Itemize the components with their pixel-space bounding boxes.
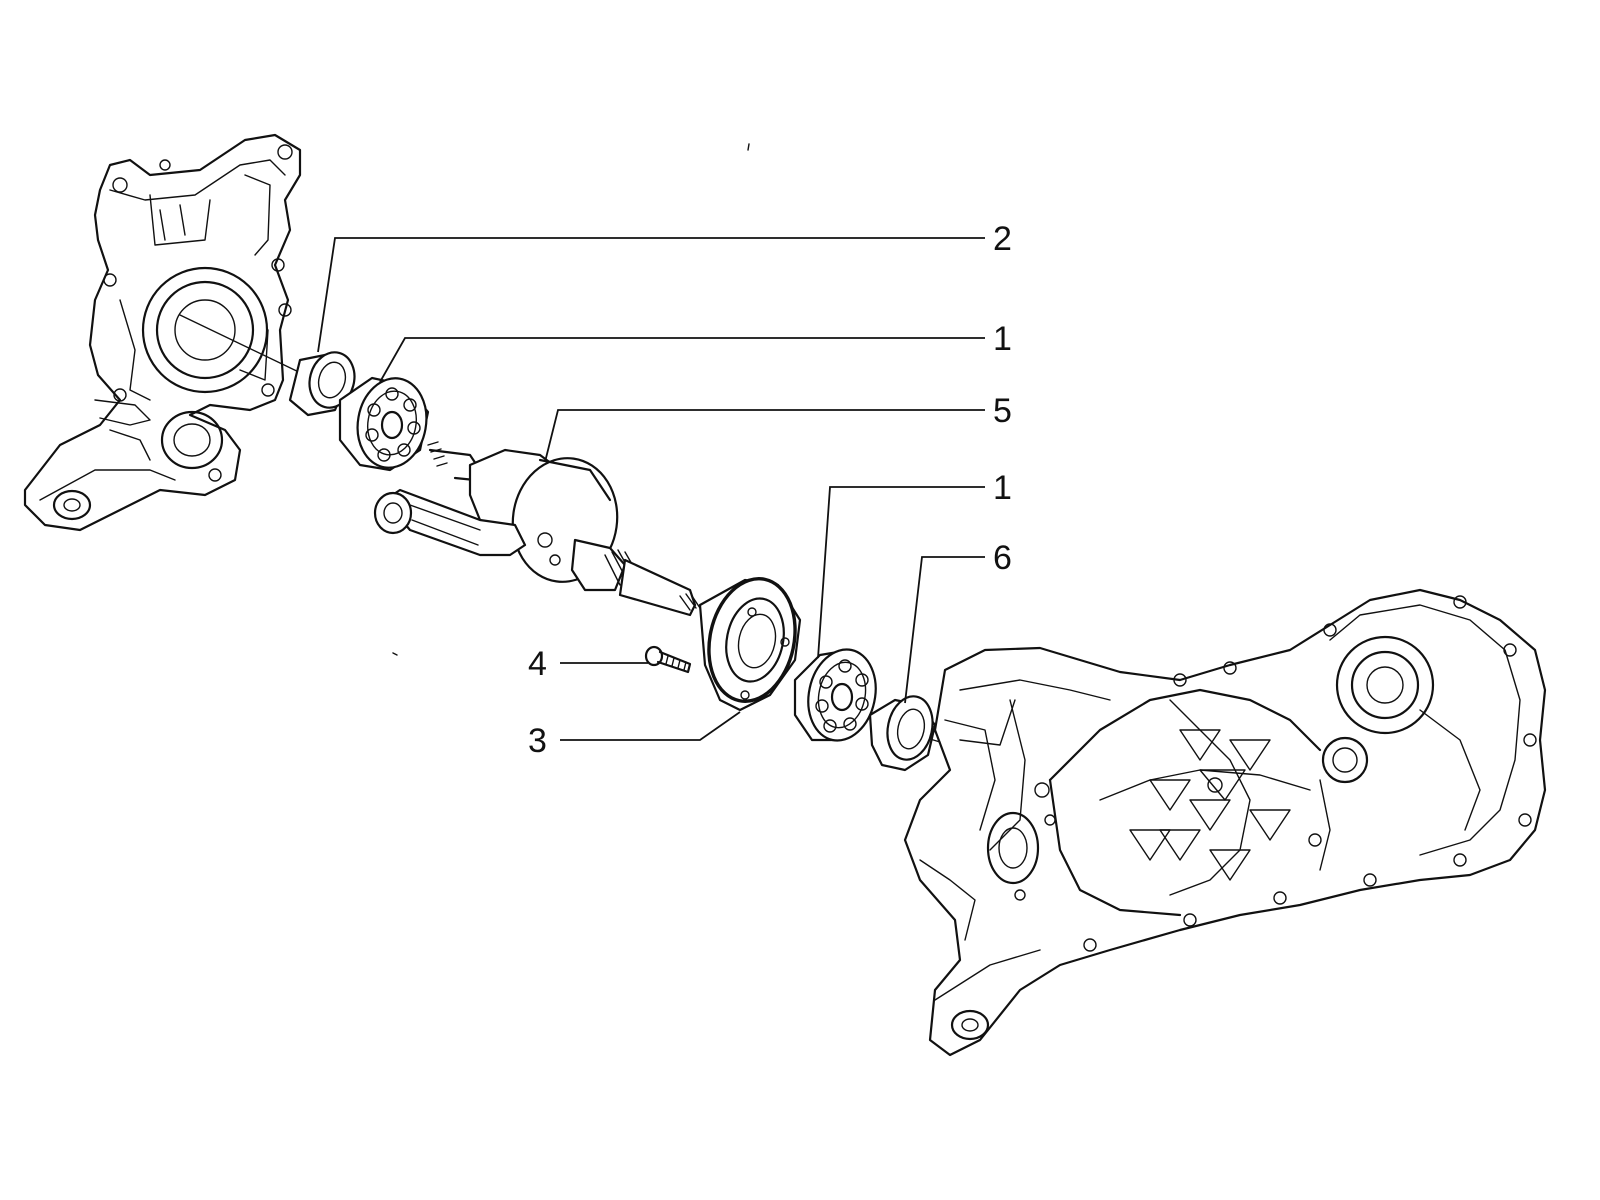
screw xyxy=(644,645,692,674)
seal-housing-flange xyxy=(698,577,802,712)
oil-seal-right xyxy=(868,695,937,772)
callout-label: 1 xyxy=(993,469,1012,507)
callout-label: 3 xyxy=(528,722,547,760)
crankshaft-assembly xyxy=(373,441,701,617)
callout-label: 4 xyxy=(528,645,547,683)
scan-specks xyxy=(392,143,750,656)
callout-label: 1 xyxy=(993,320,1012,358)
callout-label: 5 xyxy=(993,392,1012,430)
callout-label: 6 xyxy=(993,539,1012,577)
right-crankcase-half xyxy=(903,588,1547,1057)
callout-label: 2 xyxy=(993,220,1012,258)
oil-seal-left xyxy=(288,351,356,417)
left-crankcase-half xyxy=(23,133,302,532)
callout-leaders xyxy=(317,237,985,741)
ball-bearing-left xyxy=(338,376,430,472)
callout-labels: 2 1 5 1 6 4 3 xyxy=(528,220,1012,760)
ball-bearing-right xyxy=(793,648,877,742)
